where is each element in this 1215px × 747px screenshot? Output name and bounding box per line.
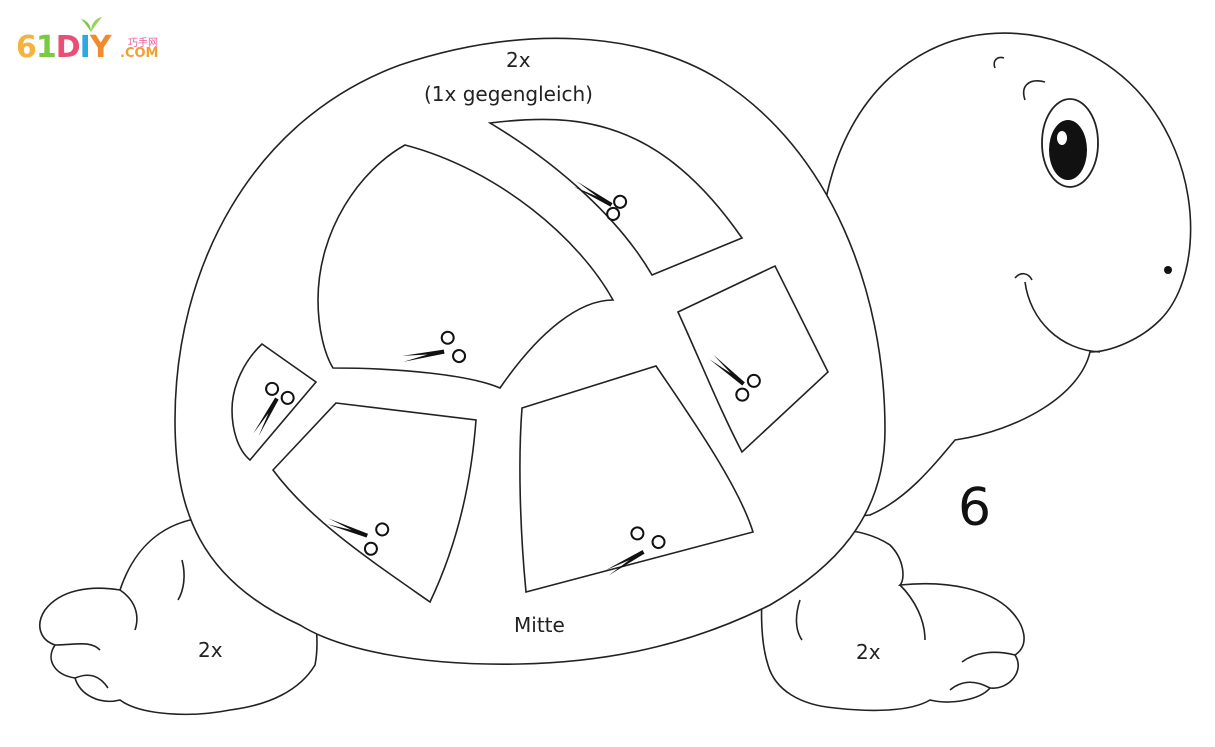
scissors-icon [709,354,763,403]
shell-panel-right [678,266,828,452]
site-logo[interactable]: 61DIY 巧手网 .COM [16,14,166,66]
logo-domain: .COM [120,46,159,61]
logo-char: 1 [35,30,57,65]
page-number: 6 [958,478,992,538]
center-label: Mitte [514,613,565,637]
shell-panel-bottom-right [520,366,753,592]
scissors-icon [573,181,629,223]
shell-panel-left [232,344,316,460]
logo-char: Y [89,30,112,65]
scissors-icon [253,381,296,437]
shell-panel-top [318,145,613,388]
turtle-head [820,33,1191,520]
right-foot-count-label: 2x [856,640,881,664]
shell-panel-bottom-left [273,403,476,602]
shell-panel-top-right [490,119,742,275]
turtle-shell [175,38,885,664]
mirror-note-label: (1x gegengleich) [424,82,593,106]
logo-char: D [55,30,81,65]
scissors-icon [605,518,667,576]
logo-sprout-icon [81,17,102,32]
logo-cn-text: 巧手网 [128,38,158,49]
scissors-icon [326,518,390,557]
left-foot-count-label: 2x [198,638,223,662]
top-count-label: 2x [506,48,531,72]
turtle-nostril [1164,266,1172,274]
logo-char: I [79,30,91,65]
logo-char: 6 [16,30,37,65]
scissors-icon [402,329,466,371]
turtle-smile [1025,282,1100,352]
right-foot [762,529,1024,710]
logo-brand: 61DIY [16,30,112,65]
